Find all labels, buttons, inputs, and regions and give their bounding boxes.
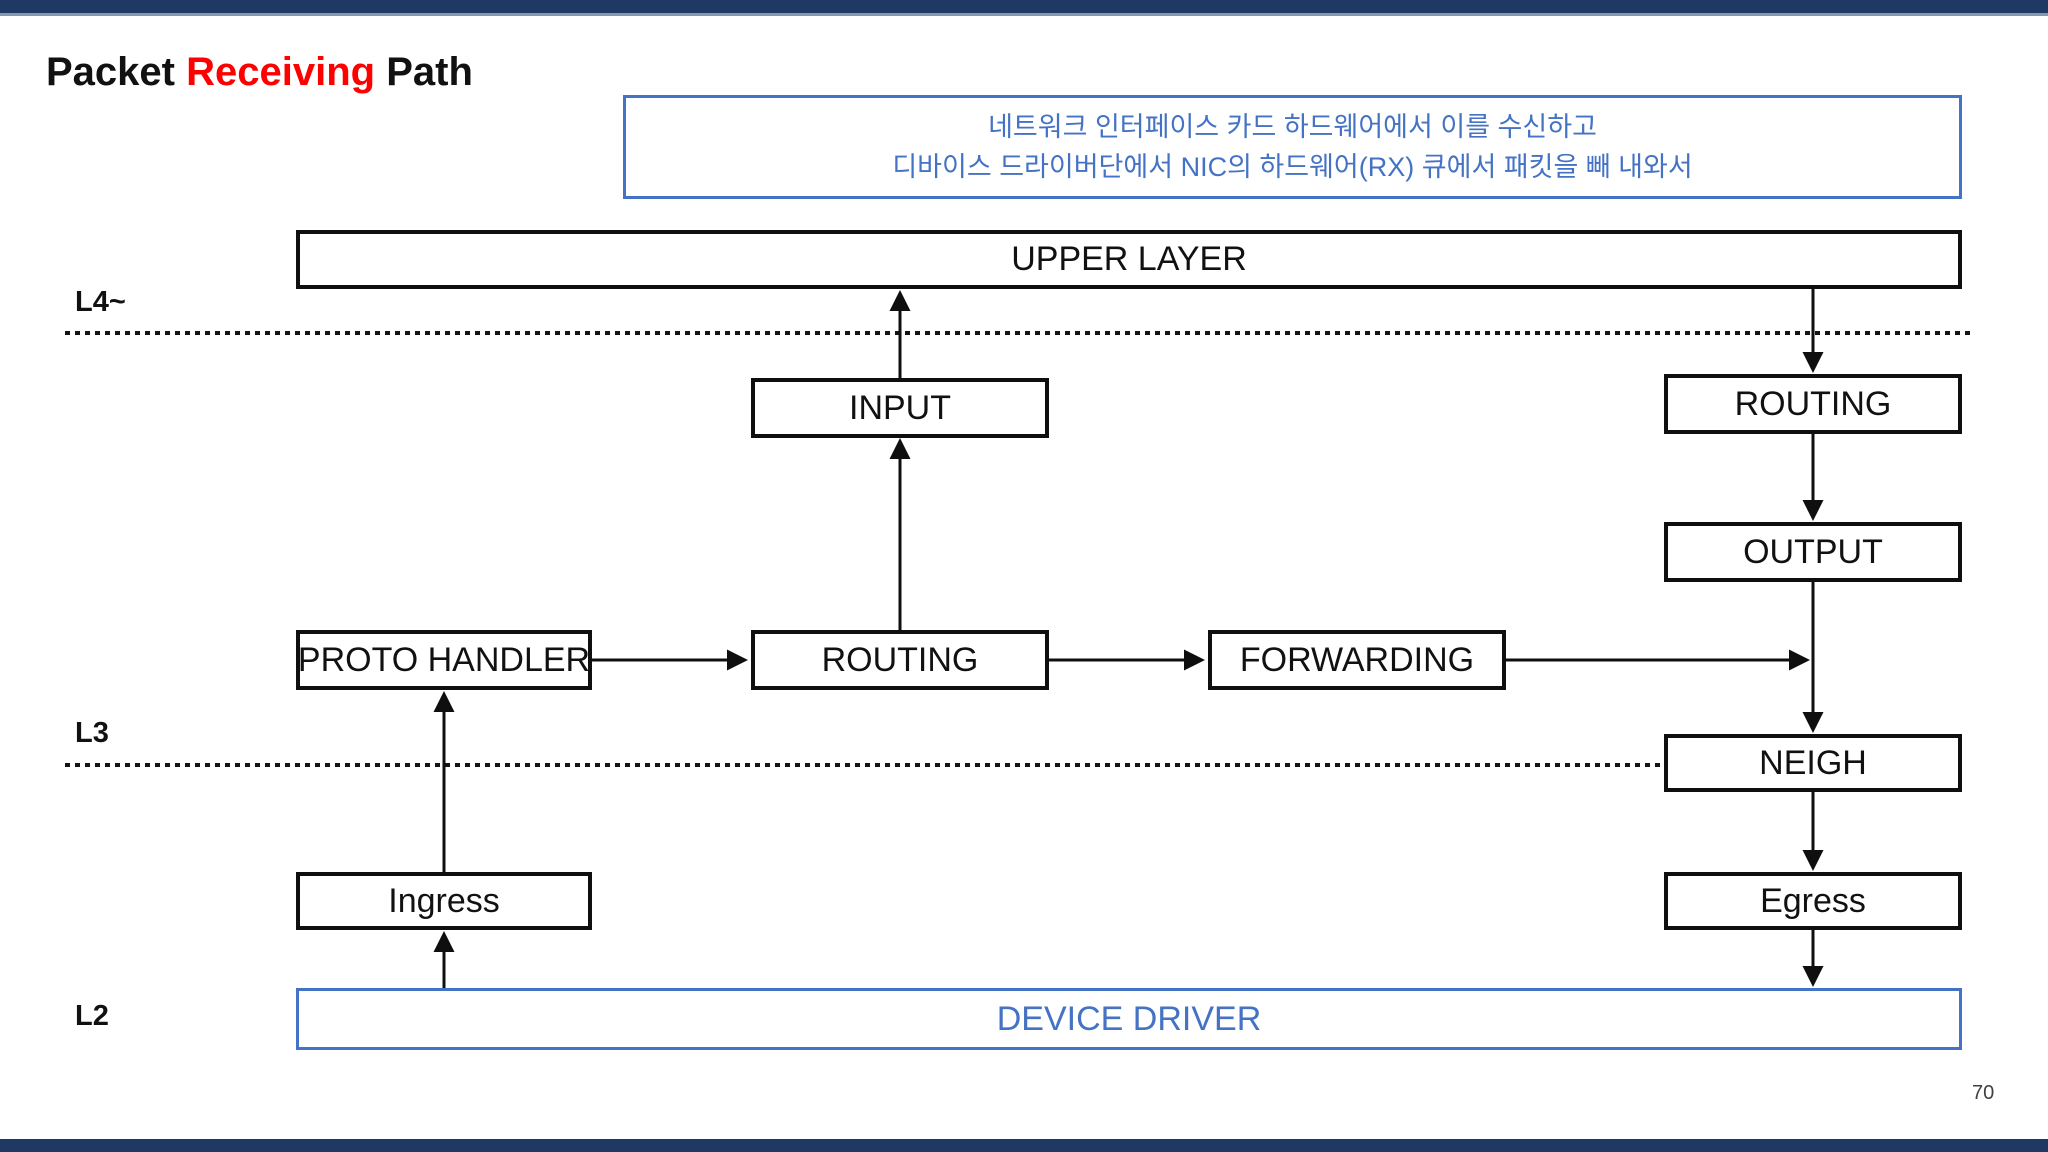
- layer-label-l2: L2: [75, 1000, 109, 1032]
- node-forwarding-label: FORWARDING: [1239, 640, 1475, 679]
- node-device-driver-label: DEVICE DRIVER: [996, 999, 1262, 1038]
- title-highlight: Receiving: [186, 50, 376, 94]
- callout-box: 네트워크 인터페이스 카드 하드웨어에서 이를 수신하고 디바이스 드라이버단에…: [623, 95, 1962, 199]
- title-text-post: Path: [375, 50, 473, 94]
- node-ingress: Ingress: [296, 872, 592, 930]
- node-device-driver: DEVICE DRIVER: [296, 988, 1962, 1050]
- layer-label-l3: L3: [75, 717, 109, 749]
- top-accent-underline: [0, 13, 2048, 16]
- node-ingress-label: Ingress: [388, 881, 500, 920]
- node-input-label: INPUT: [849, 388, 951, 427]
- node-proto-handler: PROTO HANDLER: [296, 630, 592, 690]
- node-routing-right-label: ROUTING: [1734, 384, 1892, 423]
- node-proto-handler-label: PROTO HANDLER: [297, 640, 591, 679]
- callout-line-2: 디바이스 드라이버단에서 NIC의 하드웨어(RX) 큐에서 패킷을 빼 내와서: [892, 152, 1693, 182]
- layer-divider-l4: [65, 331, 1972, 335]
- layer-label-l4: L4~: [75, 286, 126, 318]
- node-neigh-label: NEIGH: [1759, 743, 1867, 782]
- node-routing-mid: ROUTING: [751, 630, 1049, 690]
- page-title: Packet Receiving Path: [46, 50, 473, 94]
- node-output-label: OUTPUT: [1743, 532, 1883, 571]
- node-egress: Egress: [1664, 872, 1962, 930]
- node-egress-label: Egress: [1760, 881, 1866, 920]
- bottom-accent-bar: [0, 1139, 2048, 1152]
- node-routing-right: ROUTING: [1664, 374, 1962, 434]
- node-output: OUTPUT: [1664, 522, 1962, 582]
- callout-line-1: 네트워크 인터페이스 카드 하드웨어에서 이를 수신하고: [988, 111, 1597, 142]
- layer-divider-l3: [65, 763, 1664, 767]
- node-upper-layer: UPPER LAYER: [296, 230, 1962, 289]
- node-routing-mid-label: ROUTING: [821, 640, 979, 679]
- top-accent-bar: [0, 0, 2048, 13]
- page-number: 70: [1972, 1082, 1995, 1104]
- node-forwarding: FORWARDING: [1208, 630, 1506, 690]
- node-input: INPUT: [751, 378, 1049, 438]
- node-upper-layer-label: UPPER LAYER: [1011, 240, 1247, 278]
- title-text-pre: Packet: [46, 50, 187, 94]
- node-neigh: NEIGH: [1664, 734, 1962, 792]
